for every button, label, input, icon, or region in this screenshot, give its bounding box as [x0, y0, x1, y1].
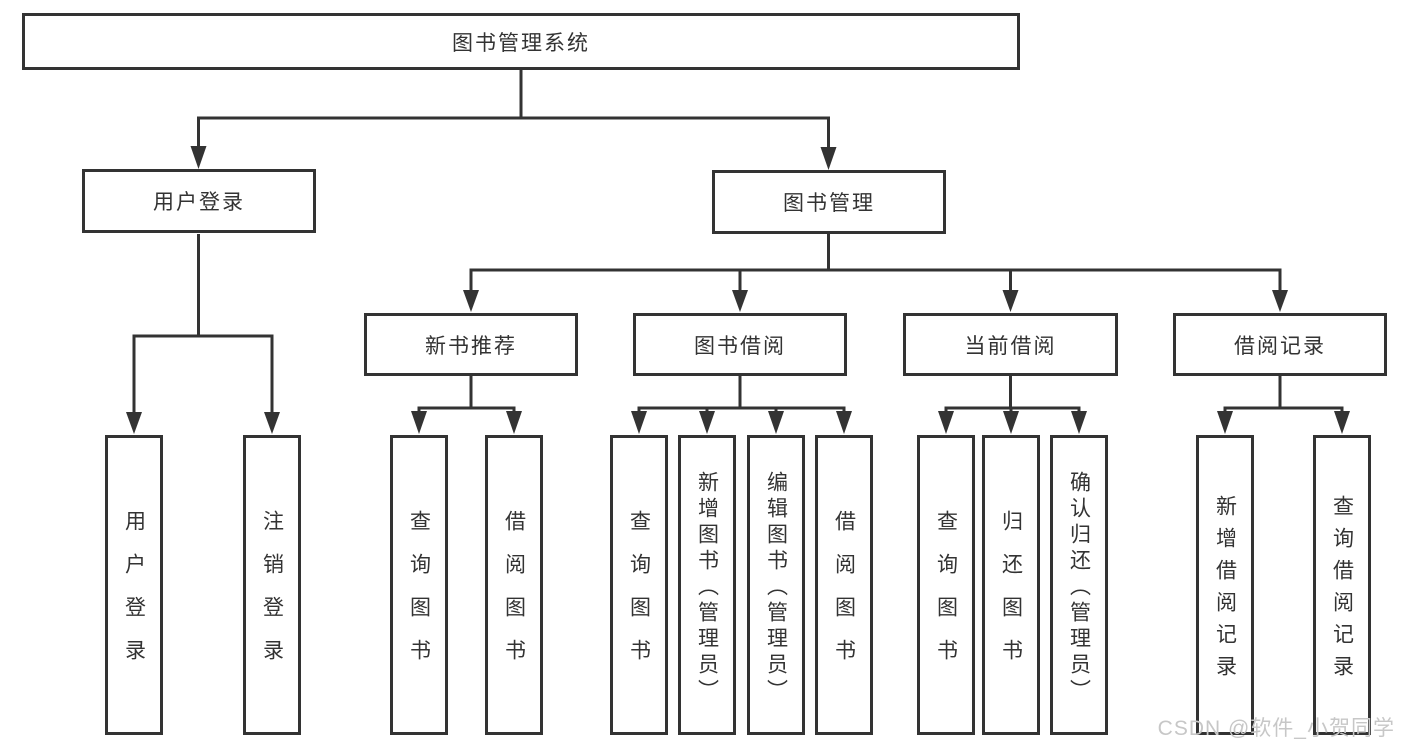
- leaf-edit-book-admin-label: 编辑图书（管理员）: [764, 470, 788, 705]
- node-book-management-label: 图书管理: [783, 192, 875, 215]
- leaf-borrow-books: 借阅图书: [815, 435, 873, 735]
- node-book-management: 图书管理: [712, 170, 946, 234]
- leaf-query-borrow-record: 查询借阅记录: [1313, 435, 1371, 735]
- leaf-logout-label: 注销登录: [260, 510, 284, 682]
- node-new-book-recommend: 新书推荐: [364, 313, 578, 376]
- leaf-return-book-label: 归还图书: [999, 510, 1023, 682]
- leaf-user-login: 用户登录: [105, 435, 163, 735]
- leaf-borrow-books-label: 借阅图书: [832, 510, 856, 682]
- node-current-borrowing-label: 当前借阅: [964, 334, 1057, 358]
- csdn-watermark: CSDN @软件_小贺同学: [1157, 717, 1395, 740]
- leaf-logout: 注销登录: [243, 435, 301, 735]
- node-book-borrowing-label: 图书借阅: [694, 334, 786, 358]
- leaf-user-login-label: 用户登录: [122, 510, 146, 682]
- leaf-add-book-admin-label: 新增图书（管理员）: [695, 470, 719, 705]
- node-book-borrowing: 图书借阅: [633, 313, 847, 376]
- node-user-login-label: 用户登录: [153, 191, 245, 214]
- leaf-borrow-books-recommend: 借阅图书: [485, 435, 543, 735]
- leaf-edit-book-admin: 编辑图书（管理员）: [747, 435, 805, 735]
- leaf-query-borrow-record-label: 查询借阅记录: [1330, 494, 1354, 687]
- leaf-query-books-current-label: 查询图书: [934, 510, 958, 682]
- leaf-confirm-return-admin: 确认归还（管理员）: [1050, 435, 1108, 735]
- leaf-query-books-recommend: 查询图书: [390, 435, 448, 735]
- node-borrow-records-label: 借阅记录: [1234, 334, 1326, 358]
- leaf-add-borrow-record-label: 新增借阅记录: [1213, 494, 1237, 687]
- leaf-add-book-admin: 新增图书（管理员）: [678, 435, 736, 735]
- node-new-book-recommend-label: 新书推荐: [425, 334, 517, 358]
- leaf-borrow-books-recommend-label: 借阅图书: [502, 510, 526, 682]
- node-library-system-label: 图书管理系统: [452, 31, 590, 55]
- node-library-system: 图书管理系统: [22, 13, 1020, 70]
- leaf-query-books-borrow: 查询图书: [610, 435, 668, 735]
- leaf-add-borrow-record: 新增借阅记录: [1196, 435, 1254, 735]
- node-current-borrowing: 当前借阅: [903, 313, 1118, 376]
- node-borrow-records: 借阅记录: [1173, 313, 1387, 376]
- leaf-query-books-recommend-label: 查询图书: [407, 510, 431, 682]
- leaf-confirm-return-admin-label: 确认归还（管理员）: [1067, 470, 1091, 705]
- leaf-query-books-borrow-label: 查询图书: [627, 510, 651, 682]
- node-user-login: 用户登录: [82, 169, 316, 233]
- leaf-query-books-current: 查询图书: [917, 435, 975, 735]
- leaf-return-book: 归还图书: [982, 435, 1040, 735]
